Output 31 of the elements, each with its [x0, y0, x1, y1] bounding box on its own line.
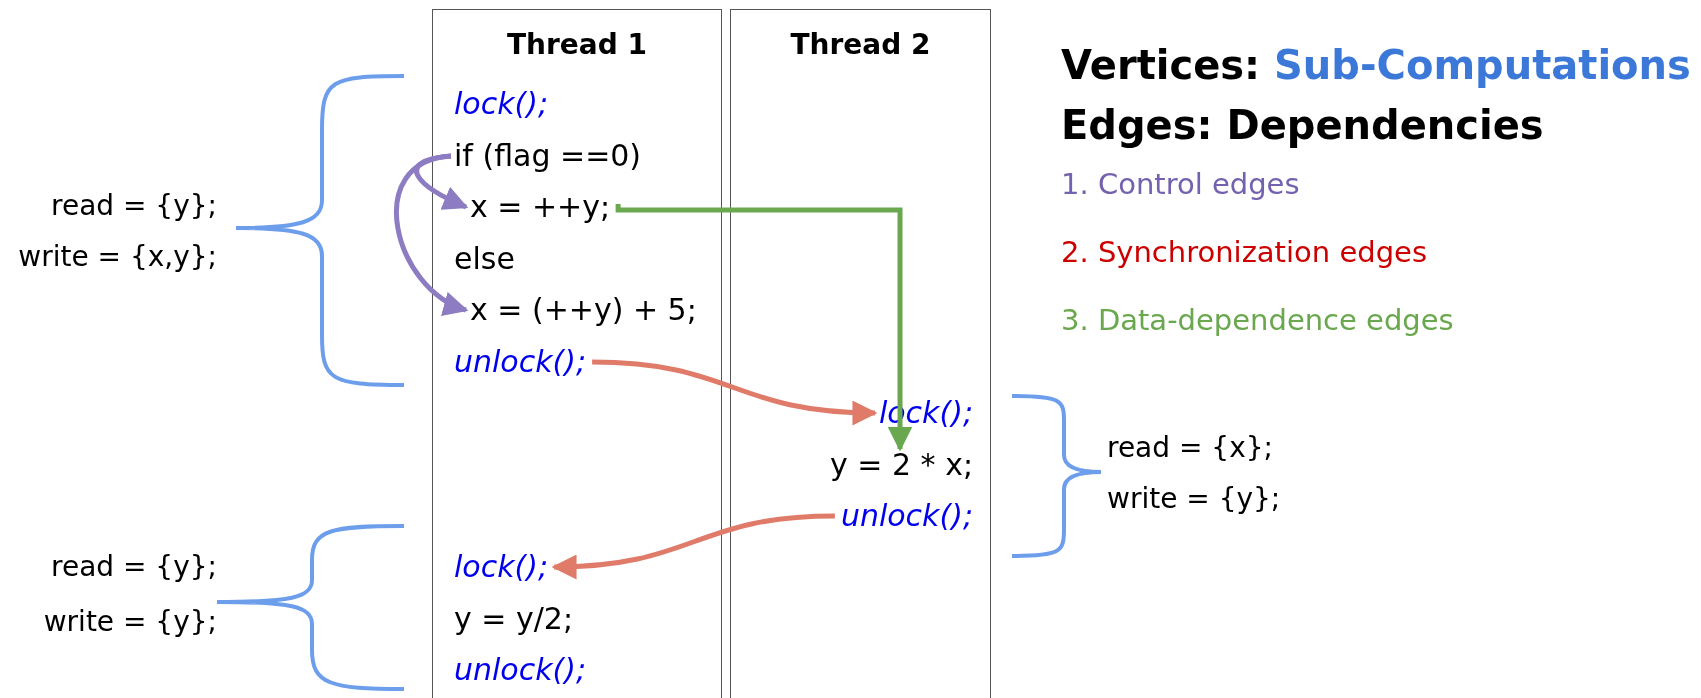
arrow: [592, 359, 878, 425]
arrow: [394, 153, 469, 313]
code-line: unlock();: [454, 342, 587, 382]
access-set-note: write = {y};: [43, 604, 217, 640]
access-set-note: write = {y};: [1107, 481, 1281, 517]
code-line: x = ++y;: [470, 187, 611, 227]
arrow: [414, 153, 469, 210]
code-line: lock();: [454, 84, 549, 124]
code-line: else: [454, 239, 515, 279]
legend-entry: 1. Control edges: [1061, 166, 1300, 203]
access-set-note: write = {x,y};: [18, 239, 217, 275]
code-line: y = 2 * x;: [830, 445, 973, 485]
code-line: unlock();: [840, 496, 973, 536]
column-heading: Thread 1: [506, 28, 648, 61]
legend-entry: 2. Synchronization edges: [1061, 234, 1427, 271]
column-heading: Thread 2: [789, 28, 932, 61]
arrow: [615, 204, 913, 452]
code-line: if (flag ==0): [454, 136, 642, 176]
code-line: unlock();: [454, 650, 587, 690]
code-line: x = (++y) + 5;: [470, 290, 697, 330]
access-set-note: read = {y};: [51, 188, 217, 224]
access-set-note: read = {x};: [1107, 430, 1273, 466]
arrow: [551, 513, 835, 579]
legend-entry: 3. Data-dependence edges: [1061, 302, 1454, 339]
heading-text: Vertices: Sub-Computations: [1061, 41, 1691, 89]
code-line: lock();: [454, 547, 549, 587]
heading-text: Edges: Dependencies: [1061, 101, 1544, 149]
thread-column: [432, 9, 722, 698]
code-line: y = y/2;: [454, 599, 574, 639]
thread-column: [730, 9, 991, 698]
access-set-note: read = {y};: [51, 549, 217, 585]
